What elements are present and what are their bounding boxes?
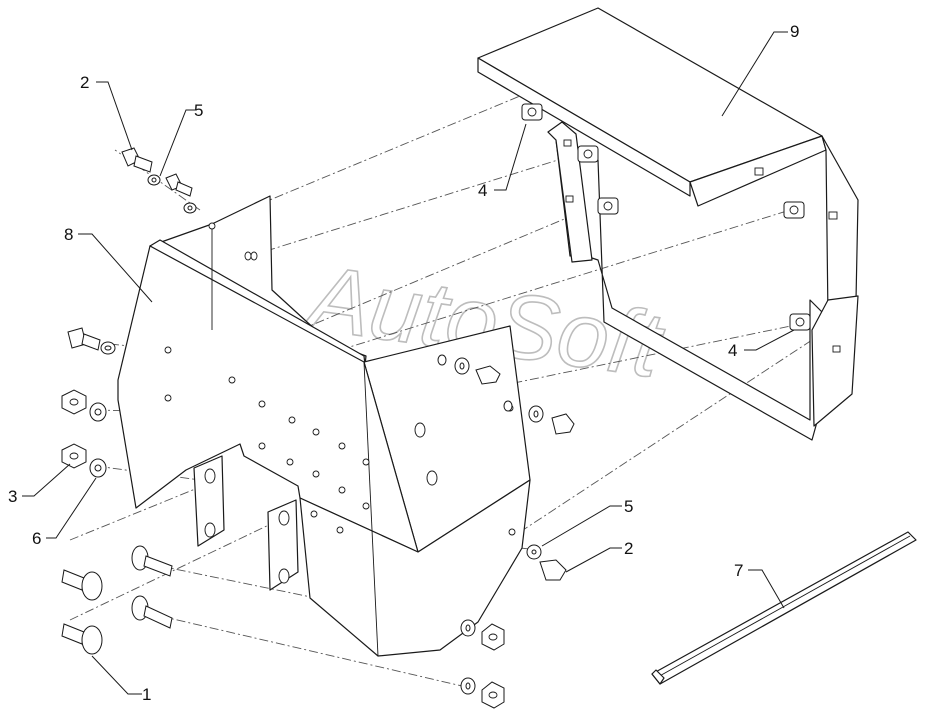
- callout-labels: 2 5 8 9 4 4 3 6 5 2 7 1: [8, 22, 799, 704]
- callout-5-top: 5: [194, 101, 203, 120]
- callout-8: 8: [64, 225, 73, 244]
- carriage-bolt: [61, 569, 103, 601]
- hex-bolt: [539, 559, 567, 581]
- callout-2-top: 2: [80, 73, 89, 92]
- hex-bolt: [165, 173, 193, 197]
- rear-cover-part-9: [477, 7, 859, 441]
- callout-6: 6: [32, 529, 41, 548]
- nut: [61, 389, 87, 415]
- nut: [481, 681, 505, 709]
- leader-lines: [22, 31, 795, 695]
- callout-1: 1: [142, 685, 151, 704]
- carriage-bolt: [61, 623, 103, 655]
- cage-nuts-part-4: [521, 103, 811, 331]
- center-hardware: [437, 354, 575, 435]
- hex-bolt: [67, 327, 101, 351]
- left-hardware: [61, 327, 116, 478]
- callout-9: 9: [790, 22, 799, 41]
- right-hardware: [526, 544, 567, 581]
- callout-4-right: 4: [728, 341, 737, 360]
- cage-nut: [521, 103, 543, 121]
- flange-bolt: [131, 545, 173, 577]
- flange-bolt: [131, 595, 173, 629]
- callout-4-top: 4: [478, 181, 487, 200]
- cage-nut: [577, 145, 599, 163]
- cage-nut: [597, 197, 619, 215]
- carriage-bolts-part-1: [61, 545, 173, 655]
- nut: [61, 443, 87, 469]
- callout-7: 7: [734, 561, 743, 580]
- top-left-hardware: [121, 147, 197, 214]
- mounting-brackets: [193, 455, 299, 591]
- bottom-nuts: [460, 619, 505, 709]
- callout-3: 3: [8, 487, 17, 506]
- hex-bolt: [121, 147, 153, 173]
- callout-5-right: 5: [624, 497, 633, 516]
- cage-nut: [789, 313, 811, 331]
- callout-2-right: 2: [624, 539, 633, 558]
- nut: [481, 623, 505, 651]
- cage-nut: [783, 201, 805, 219]
